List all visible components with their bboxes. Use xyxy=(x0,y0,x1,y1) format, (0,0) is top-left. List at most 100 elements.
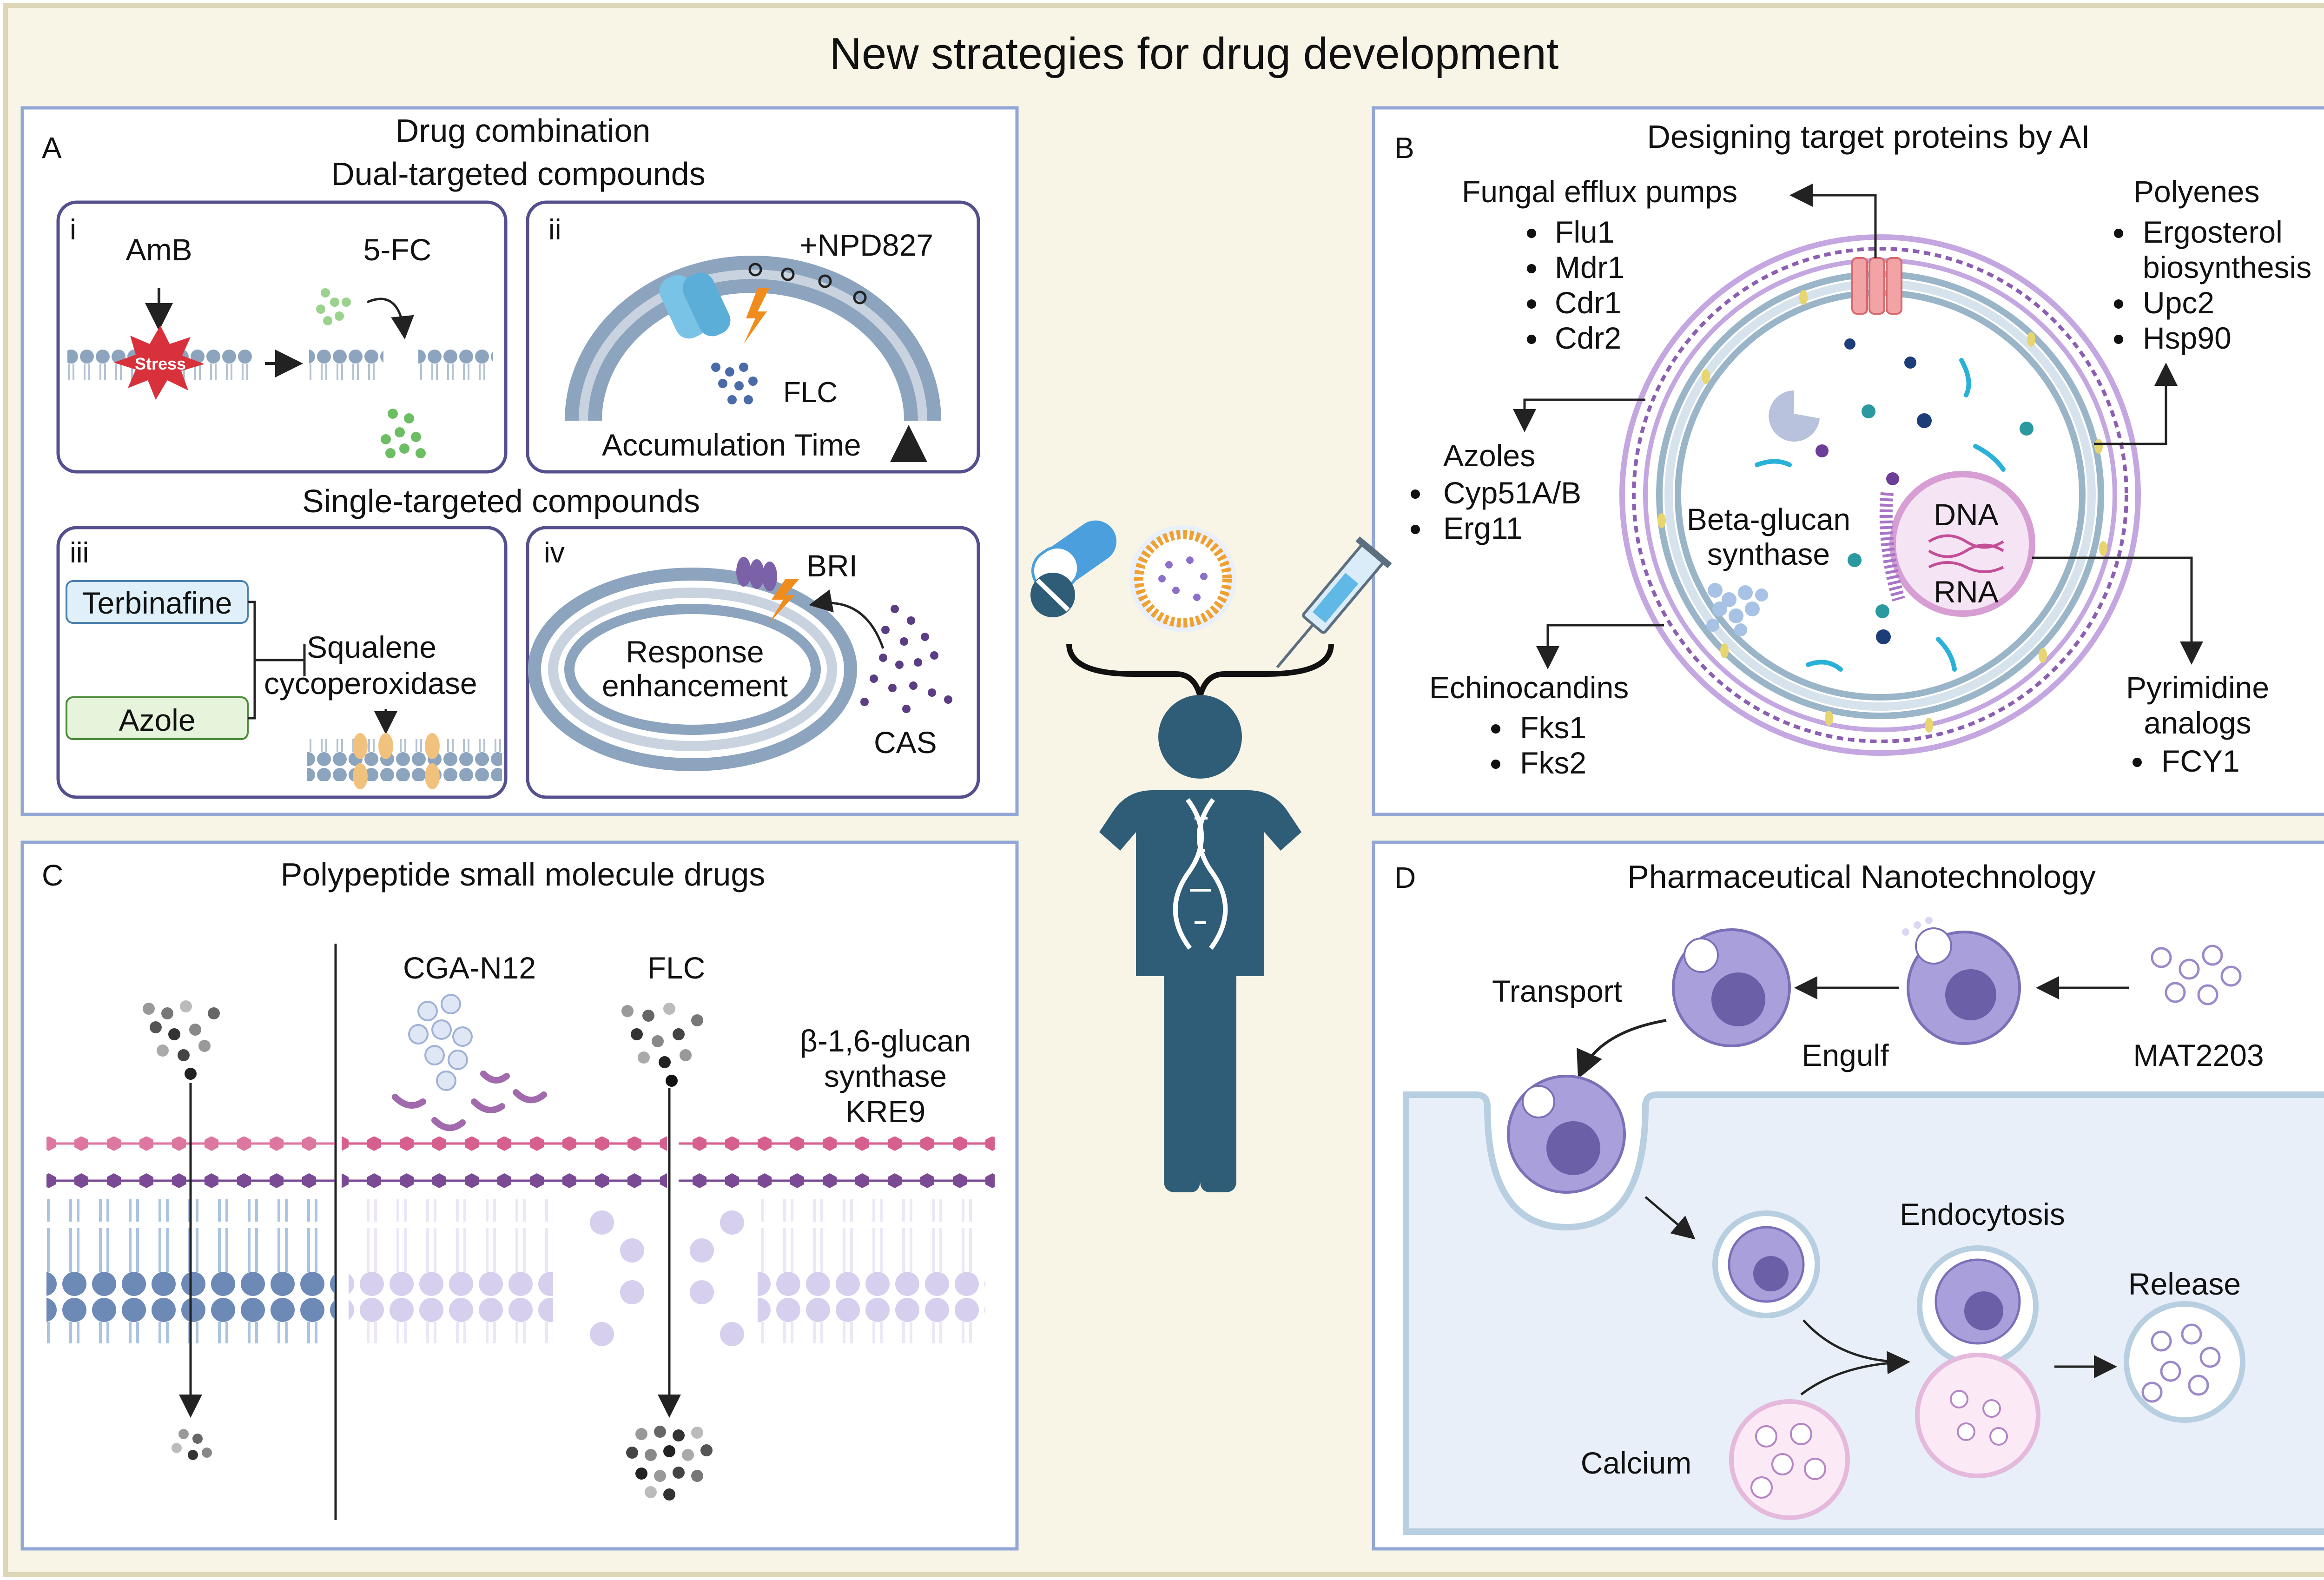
pyrimidine-item: FCY1 xyxy=(2161,744,2240,778)
efflux-list: Flu1 Mdr1 Cdr1 Cdr2 xyxy=(1527,215,1624,355)
subpanel-ii-frame xyxy=(526,200,980,474)
navy-particles xyxy=(1844,338,1932,644)
azoles-title: Azoles xyxy=(1443,438,1535,473)
fusion-vesicle-bottom xyxy=(1915,1353,2040,1478)
membrane-disrupted-left xyxy=(349,1199,553,1343)
cas-label: CAS xyxy=(874,725,937,760)
macrophage-engulf-nucleus xyxy=(1945,969,1996,1020)
subpanel-ii: ii +NPD827 FLC Accumulation Time xyxy=(526,200,980,474)
cell-inner-ring xyxy=(564,604,821,735)
inhibition-bracket xyxy=(248,601,306,720)
membrane-pore-lipids xyxy=(590,1210,644,1346)
molecules-bottom-left xyxy=(172,1429,212,1460)
calcium-ions xyxy=(1750,1423,1826,1499)
pacman-protein-icon xyxy=(1769,390,1820,442)
efflux-pump-icon-2 xyxy=(682,272,731,337)
subpanel-iv: iv BRI Response enhancement CAS xyxy=(526,526,980,799)
subpanel-i-numeral: i xyxy=(70,214,76,246)
bri-label: BRI xyxy=(806,549,858,583)
panel-d: D Pharmaceutical Nanotechnology MAT2203 … xyxy=(1372,840,2324,1551)
figure-title: New strategies for drug development xyxy=(830,29,1559,79)
cell-wall-chitin-bottom-right xyxy=(679,1171,995,1190)
target-label-line1: Squalene xyxy=(307,630,436,664)
liposome-contents xyxy=(1158,556,1208,601)
subpanel-i-frame xyxy=(56,200,508,474)
panel-b: B Designing target proteins by AI xyxy=(1372,106,2324,816)
kre-label-line3: KRE9 xyxy=(845,1094,925,1129)
cga-peptides xyxy=(408,994,473,1091)
panel-c: C Polypeptide small molecule drugs CGA-N… xyxy=(20,840,1019,1551)
panel-b-letter: B xyxy=(1394,131,1414,165)
efflux-pump-icon xyxy=(659,275,707,339)
stress-burst-icon xyxy=(114,325,205,400)
flc-molecules-bottom xyxy=(626,1426,713,1501)
rna-label: RNA xyxy=(1934,575,1998,609)
pyrimidine-bullet xyxy=(2133,758,2142,767)
fc-molecules-top xyxy=(316,288,351,325)
efflux-title: Fungal efflux pumps xyxy=(1462,174,1737,209)
membrane-disrupted-right xyxy=(758,1199,985,1343)
fc-entry-arrow xyxy=(367,297,414,339)
mat2203-nanoparticles xyxy=(2151,945,2242,1005)
efflux-item: Mdr1 xyxy=(1555,250,1624,284)
lightning-icon xyxy=(744,288,769,344)
syringe-icon xyxy=(1276,536,1392,668)
polyenes-list: Ergosterol biosynthesis Upc2 Hsp90 xyxy=(2114,215,2311,355)
panel-b-heading: Designing target proteins by AI xyxy=(1647,119,2090,155)
subpanel-iv-numeral: iv xyxy=(544,537,565,569)
beta-glucan-synthase-icon xyxy=(1706,583,1768,636)
cell-tail-ring xyxy=(548,588,837,751)
efflux-item: Flu1 xyxy=(1555,215,1614,249)
polyenes-item-line2: biosynthesis xyxy=(2143,250,2311,284)
efflux-connector xyxy=(1789,184,1877,258)
membrane-outer xyxy=(565,256,941,421)
subpanel-iii-numeral: iii xyxy=(70,537,89,569)
cga-label: CGA-N12 xyxy=(403,951,536,985)
macrophage-entering-nucleus xyxy=(1546,1121,1600,1175)
cell-wall-chitin-bottom-mid xyxy=(342,1171,667,1190)
center-graphics xyxy=(1030,520,1392,1192)
phagosome-transport xyxy=(1684,938,1719,973)
kre-label-line2: synthase xyxy=(824,1059,947,1093)
fungal-cell-wall-chitin xyxy=(1632,247,2128,743)
release-vesicle xyxy=(2124,1301,2245,1423)
transport-arrow xyxy=(1577,1019,1667,1079)
membrane-pore-lipids-right xyxy=(690,1210,744,1346)
released-nanoparticles xyxy=(2141,1323,2221,1403)
panel-a-heading: Drug combination xyxy=(396,112,651,149)
polyenes-item: Ergosterol xyxy=(2143,215,2283,249)
subpanel-ii-numeral: ii xyxy=(548,214,561,246)
cell-wall-chitin-top-right xyxy=(679,1137,995,1155)
panel-a-letter: A xyxy=(42,131,62,165)
fc-molecules-bottom xyxy=(381,409,426,458)
lightning-icon-iv xyxy=(769,579,799,623)
membrane-inner xyxy=(588,279,918,421)
echinocandins-item: Fks2 xyxy=(1520,746,1586,780)
pyrimidine-connector xyxy=(2032,556,2203,665)
efflux-item: Cdr2 xyxy=(1555,321,1621,355)
dna-label: DNA xyxy=(1934,497,1998,532)
entry-arrow xyxy=(1644,1196,1696,1240)
macrophage-transport xyxy=(1672,928,1791,1047)
dna-helix-icon-2 xyxy=(1928,543,2004,558)
endoplasmic-reticulum xyxy=(1879,492,1905,602)
tablet-score-line xyxy=(1036,578,1070,612)
calcium-ions-fusion xyxy=(1950,1390,2008,1446)
flc-label-ii: FLC xyxy=(783,377,838,409)
panel-c-letter: C xyxy=(42,859,63,892)
dna-helix-person-icon-2 xyxy=(1197,798,1228,950)
efflux-pump-b-icon xyxy=(1851,257,1902,315)
fungal-cell-wall-outer xyxy=(1619,234,2141,756)
accumulation-label: Accumulation Time xyxy=(602,428,861,462)
panel-d-letter: D xyxy=(1394,861,1416,894)
terbinafine-label: Terbinafine xyxy=(82,586,232,620)
molecules-top-left xyxy=(143,1000,220,1080)
bri-molecule-icon xyxy=(736,557,777,591)
fusion-macrophage-nucleus xyxy=(1964,1291,2003,1330)
efflux-item: Cdr1 xyxy=(1555,285,1621,320)
npd827-molecules xyxy=(748,263,867,304)
engulf-label: Engulf xyxy=(1802,1038,1889,1072)
flc-molecules-top xyxy=(621,1003,703,1087)
macrophage-engulf xyxy=(1902,917,2021,1045)
panel-a-subheading-single: Single-targeted compounds xyxy=(302,483,700,519)
